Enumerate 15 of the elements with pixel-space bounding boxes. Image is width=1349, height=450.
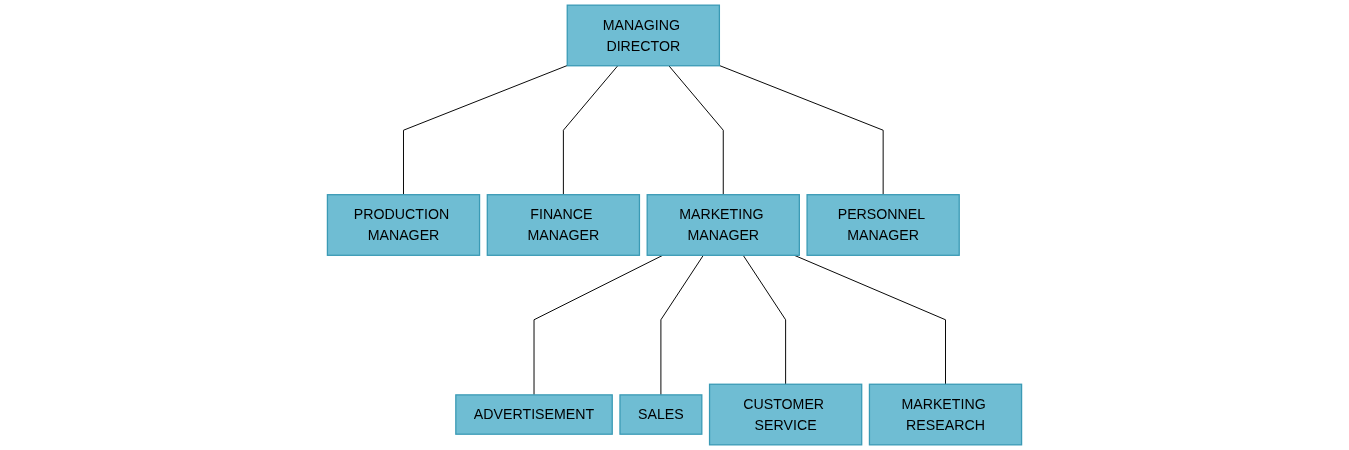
node-box: CUSTOMER SERVICE: [708, 383, 863, 446]
connector: [660, 254, 704, 396]
node-box: SALES: [619, 394, 703, 435]
node-box: PRODUCTION MANAGER: [326, 194, 481, 256]
connector: [718, 65, 884, 196]
connector: [742, 254, 787, 385]
connector: [562, 65, 619, 196]
node-box: PERSONNEL MANAGER: [806, 194, 960, 256]
connector: [403, 65, 568, 196]
node-box: FINANCE MANAGER: [486, 194, 641, 256]
connector: [668, 65, 724, 196]
node-box: MARKETING MANAGER: [646, 194, 800, 256]
node-box: MARKETING RESEARCH: [868, 383, 1023, 446]
node-box: ADVERTISEMENT: [455, 394, 613, 435]
node-box: MANAGING DIRECTOR: [566, 4, 721, 67]
